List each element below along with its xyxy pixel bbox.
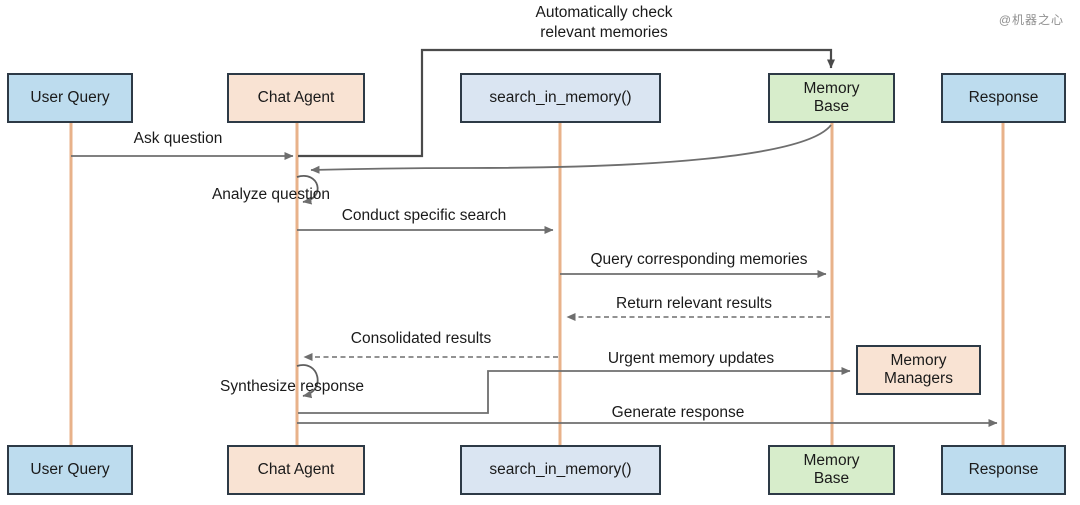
- message-label-ask-question: Ask question: [133, 130, 223, 147]
- actor-box-memory-base-bottom: Memory Base: [768, 445, 895, 495]
- actor-box-search-in-memory-bottom: search_in_memory(): [460, 445, 661, 495]
- actor-label: Chat Agent: [257, 461, 335, 479]
- message-label-generate-response: Generate response: [611, 404, 745, 421]
- actor-box-user-query-top: User Query: [7, 73, 133, 123]
- actor-box-chat-agent-top: Chat Agent: [227, 73, 365, 123]
- actor-label: User Query: [30, 461, 110, 479]
- watermark-jiqizhixin: @机器之心: [998, 13, 1064, 27]
- message-label-consolidated-results: Consolidated results: [350, 330, 492, 347]
- arrow-automatically-check: [298, 48, 835, 158]
- actor-label: search_in_memory(): [489, 89, 632, 107]
- message-label-urgent-memory-updates: Urgent memory updates: [607, 350, 775, 367]
- message-label-automatically-check: Automatically check relevant memories: [535, 4, 673, 42]
- actor-box-chat-agent-bottom: Chat Agent: [227, 445, 365, 495]
- memory-managers-box: Memory Managers: [856, 345, 981, 395]
- actor-label: search_in_memory(): [489, 461, 632, 479]
- arrow-synthesize-response-selfloop: [296, 364, 319, 399]
- actor-label: Chat Agent: [257, 89, 335, 107]
- arrow-memory-base-return-curve: [310, 124, 832, 174]
- arrow-urgent-memory-updates: [298, 367, 851, 414]
- actor-label: Response: [968, 89, 1039, 107]
- arrow-analyze-question-selfloop: [296, 174, 319, 205]
- memory-managers-label: Memory Managers: [884, 352, 953, 387]
- actor-label: Response: [968, 461, 1039, 479]
- message-label-analyze-question: Analyze question: [211, 186, 331, 203]
- actor-box-memory-base-top: Memory Base: [768, 73, 895, 123]
- actor-box-search-in-memory-top: search_in_memory(): [460, 73, 661, 123]
- message-label-return-relevant-results: Return relevant results: [616, 295, 772, 312]
- actor-label: Memory Base: [803, 452, 860, 487]
- message-label-synthesize-response: Synthesize response: [220, 378, 364, 395]
- actor-box-user-query-bottom: User Query: [7, 445, 133, 495]
- actor-label: User Query: [30, 89, 110, 107]
- actor-label: Memory Base: [803, 80, 860, 115]
- actor-box-response-top: Response: [941, 73, 1066, 123]
- message-label-query-corresponding-memories: Query corresponding memories: [590, 251, 808, 268]
- message-label-conduct-specific-search: Conduct specific search: [341, 207, 507, 224]
- actor-box-response-bottom: Response: [941, 445, 1066, 495]
